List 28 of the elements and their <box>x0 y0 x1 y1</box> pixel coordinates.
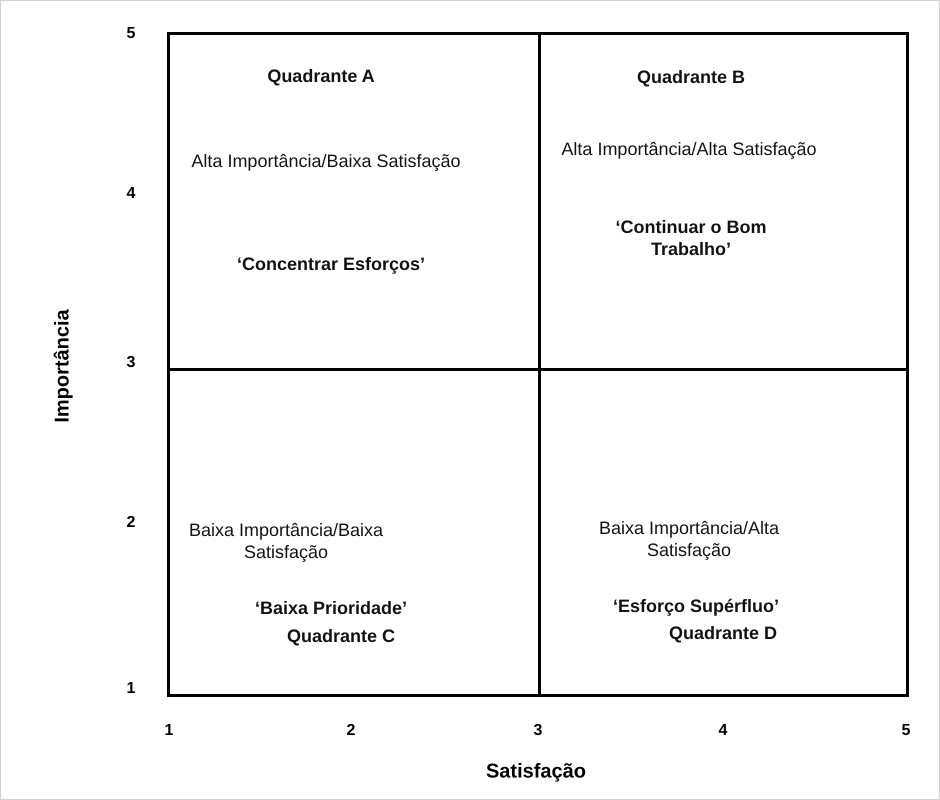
axis-title: Importância <box>52 309 74 423</box>
axis-tick-label: 1 <box>126 680 136 698</box>
quadrant-title: Quadrante D <box>668 622 778 644</box>
quadrant-panel <box>167 368 541 697</box>
quadrant-action: ‘Esforço Supérfluo’ <box>612 595 780 617</box>
quadrant-title: Quadrante B <box>636 66 746 88</box>
quadrant-description: Alta Importância/Baixa Satisfação <box>191 150 461 172</box>
axis-tick-label: 2 <box>346 722 356 740</box>
quadrant-title: Quadrante C <box>286 625 396 647</box>
axis-tick-label: 5 <box>126 25 136 43</box>
quadrant-panel <box>167 32 541 371</box>
axis-tick-label: 1 <box>164 722 174 740</box>
quadrant-description: Baixa Importância/Baixa Satisfação <box>188 519 384 563</box>
axis-tick-label: 4 <box>718 722 728 740</box>
axis-title: Satisfação <box>486 760 586 784</box>
quadrant-action: ‘Baixa Prioridade’ <box>254 597 408 619</box>
quadrant-action: ‘Continuar o Bom Trabalho’ <box>614 216 768 260</box>
quadrant-action: ‘Concentrar Esforços’ <box>236 253 426 275</box>
axis-tick-label: 4 <box>126 185 136 203</box>
axis-tick-label: 5 <box>902 722 910 740</box>
axis-tick-label: 2 <box>126 514 136 532</box>
quadrant-description: Alta Importância/Alta Satisfação <box>560 138 818 160</box>
quadrant-panel <box>538 368 909 697</box>
axis-tick-label: 3 <box>534 722 542 740</box>
quadrant-description: Baixa Importância/Alta Satisfação <box>598 517 780 561</box>
quadrant-title: Quadrante A <box>266 65 376 87</box>
axis-tick-label: 3 <box>126 354 136 372</box>
quadrant-panel <box>538 32 909 371</box>
